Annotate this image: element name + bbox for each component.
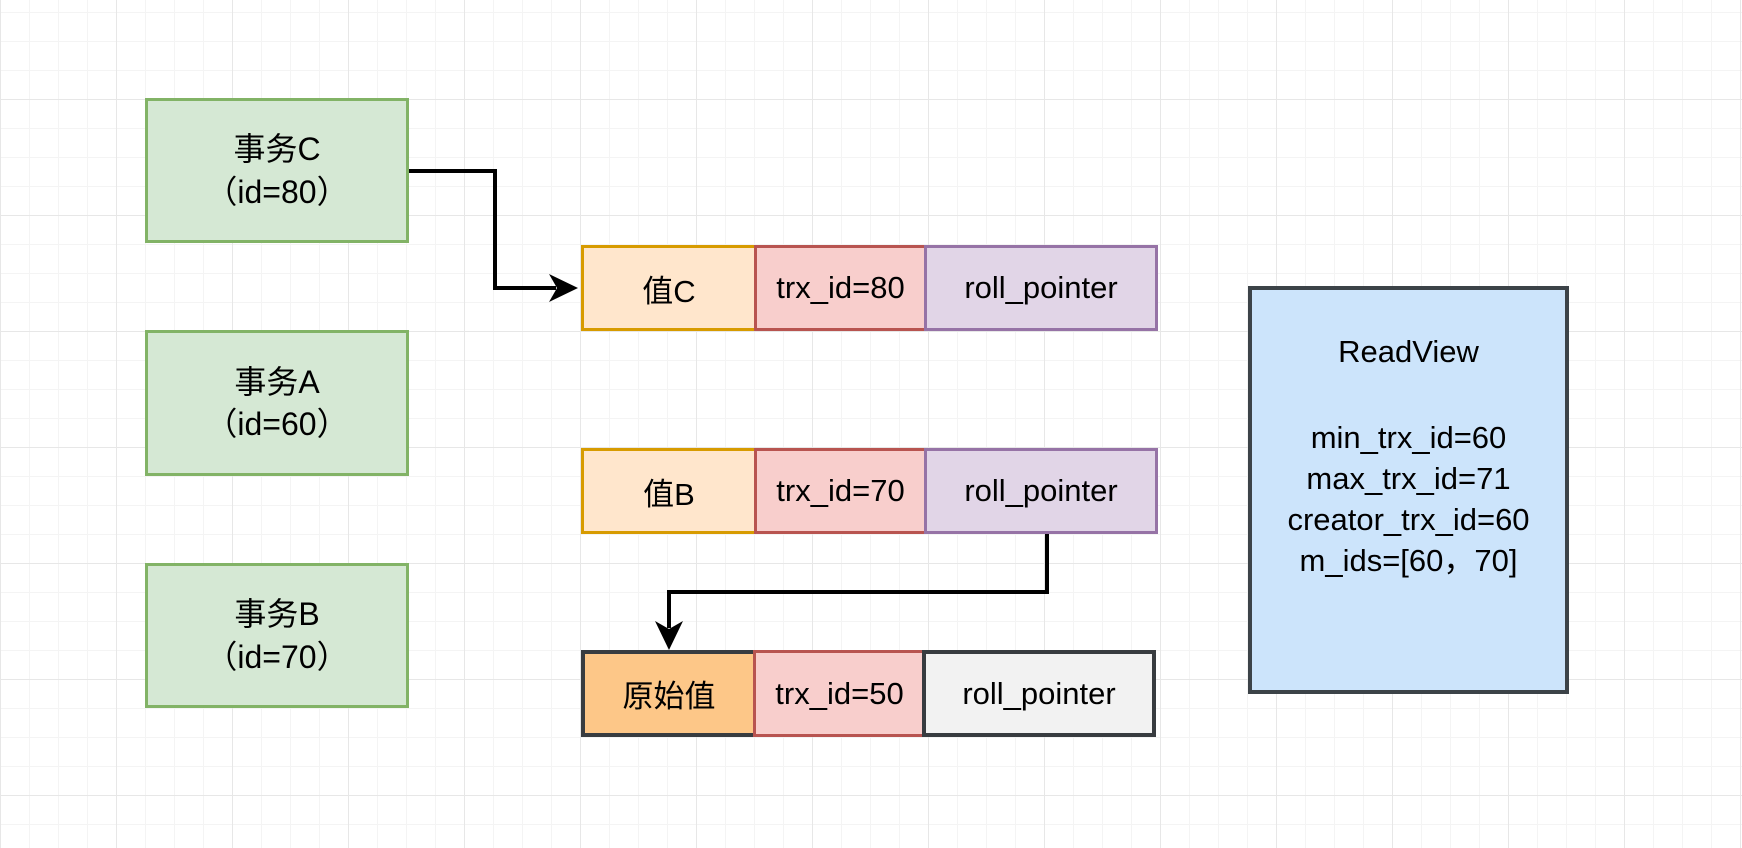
transaction-id: （id=80） <box>205 173 349 210</box>
transaction-box-a: 事务A （id=60） <box>145 330 409 476</box>
version-row-original: 原始值 trx_id=50 roll_pointer <box>581 650 1156 737</box>
trx-id-cell: trx_id=50 <box>753 650 926 737</box>
version-row-c: 值C trx_id=80 roll_pointer <box>581 245 1158 331</box>
value-cell: 值B <box>581 448 757 534</box>
trx-id-cell: trx_id=70 <box>754 448 927 534</box>
readview-box: ReadView min_trx_id=60 max_trx_id=71 cre… <box>1248 286 1569 694</box>
version-row-b: 值B trx_id=70 roll_pointer <box>581 448 1158 534</box>
roll-pointer-cell: roll_pointer <box>924 245 1158 331</box>
readview-creator-trx-id: creator_trx_id=60 <box>1287 502 1530 537</box>
roll-pointer-cell: roll_pointer <box>924 448 1158 534</box>
transaction-box-b: 事务B （id=70） <box>145 563 409 708</box>
transaction-name: 事务B <box>234 596 320 633</box>
trx-id-cell: trx_id=80 <box>754 245 927 331</box>
readview-max-trx-id: max_trx_id=71 <box>1306 461 1511 496</box>
arrow-transaction-c-to-value-c <box>409 169 578 302</box>
roll-pointer-cell: roll_pointer <box>922 650 1156 737</box>
arrowhead-down-icon <box>655 621 683 650</box>
transaction-id: （id=70） <box>205 638 349 675</box>
transaction-box-c: 事务C （id=80） <box>145 98 409 243</box>
readview-min-trx-id: min_trx_id=60 <box>1310 420 1507 455</box>
readview-title: ReadView <box>1338 334 1479 369</box>
transaction-name: 事务A <box>234 363 320 400</box>
arrow-roll-pointer-to-original <box>655 534 1049 650</box>
value-cell: 值C <box>581 245 757 331</box>
arrowhead-right-icon <box>549 274 578 302</box>
value-cell: 原始值 <box>581 650 757 737</box>
readview-fields: min_trx_id=60 max_trx_id=71 creator_trx_… <box>1252 417 1565 581</box>
readview-m-ids: m_ids=[60，70] <box>1299 543 1518 578</box>
transaction-name: 事务C <box>233 131 321 168</box>
transaction-id: （id=60） <box>205 406 349 442</box>
